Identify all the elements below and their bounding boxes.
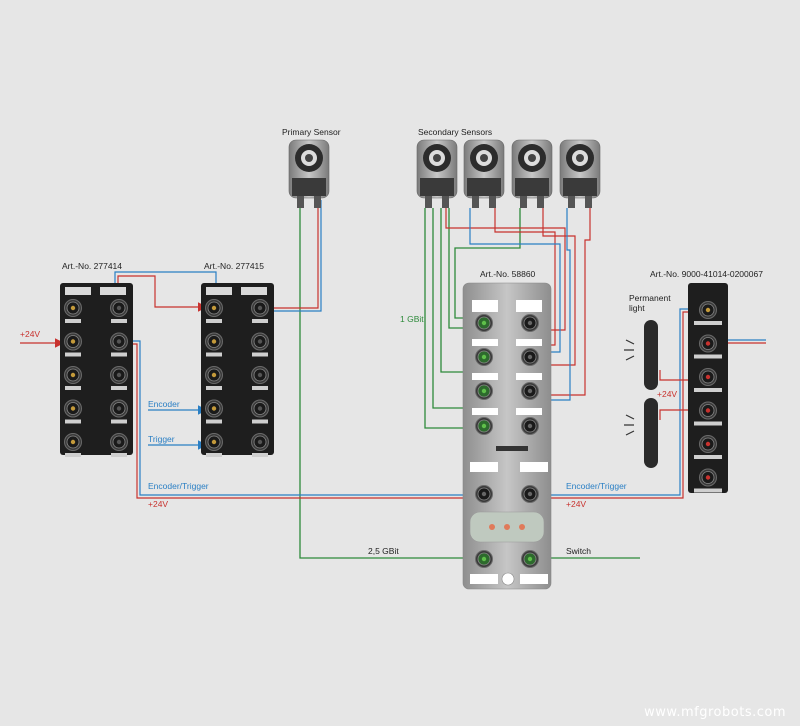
vision-sensors xyxy=(288,139,601,208)
power-label-bottom-left: +24V xyxy=(148,499,169,509)
primary-sensor-label: Primary Sensor xyxy=(282,127,341,137)
permanent-light-label: Permanent light xyxy=(629,293,671,313)
permanent-light-bars xyxy=(624,320,658,468)
module-277415-label: Art.-No. 277415 xyxy=(204,261,265,271)
power-label-bottom-right: +24V xyxy=(566,499,587,509)
encoder-trigger-label-left: Encoder/Trigger xyxy=(148,481,209,491)
switch-module-ports xyxy=(472,305,542,568)
m12-ports-left-modules xyxy=(64,299,269,457)
module-c-label: Art.-No. 9000-41014-0200067 xyxy=(650,269,763,279)
power-label-lights: +24V xyxy=(657,389,678,399)
watermark: www.mfgrobots.com xyxy=(644,705,786,720)
primary-sensor-cable xyxy=(299,200,484,559)
switch-label: Switch xyxy=(566,546,592,556)
trigger-label: Trigger xyxy=(148,434,175,444)
right-module-ports xyxy=(694,301,722,493)
power-label-left: +24V xyxy=(20,329,41,339)
encoder-label: Encoder xyxy=(148,399,180,409)
switch-module-58860 xyxy=(462,282,552,590)
switch-module-label: Art.-No. 58860 xyxy=(480,269,536,279)
gbit-1-label: 1 GBit xyxy=(400,314,424,324)
gbit-25-label: 2,5 GBit xyxy=(368,546,399,556)
secondary-sensors-label: Secondary Sensors xyxy=(418,127,493,137)
module-277414-label: Art.-No. 277414 xyxy=(62,261,123,271)
encoder-trigger-label-right: Encoder/Trigger xyxy=(566,481,627,491)
